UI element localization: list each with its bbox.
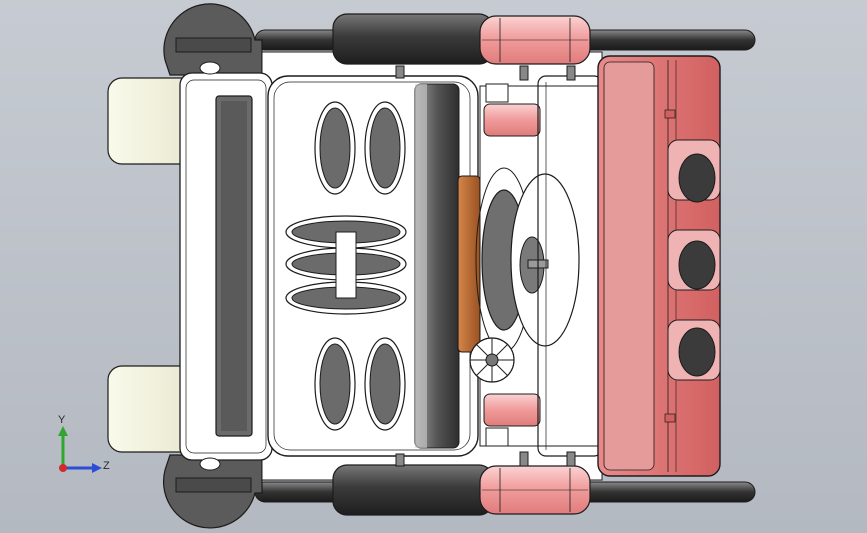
roller-bottom [332, 464, 494, 516]
oval-cutouts-bottom [314, 337, 406, 431]
studs [395, 65, 576, 467]
pink-cylinder-bottom [479, 465, 591, 515]
axis-z-label: Z [103, 460, 110, 472]
flywheel-bottom [162, 454, 263, 529]
roller-top [332, 13, 494, 65]
crank-disk [469, 85, 599, 447]
cylinder-block [537, 75, 603, 457]
bronze-bearing [457, 175, 481, 353]
rocker-cover [597, 55, 721, 477]
pink-cylinder-top [479, 15, 591, 65]
axis-triad [58, 426, 102, 473]
end-cover [179, 61, 273, 471]
center-slots [285, 215, 407, 315]
axis-y-label: Y [58, 414, 66, 426]
connecting-rods [483, 83, 541, 447]
oval-cutouts-top [314, 101, 406, 195]
flywheel-top [163, 3, 263, 76]
